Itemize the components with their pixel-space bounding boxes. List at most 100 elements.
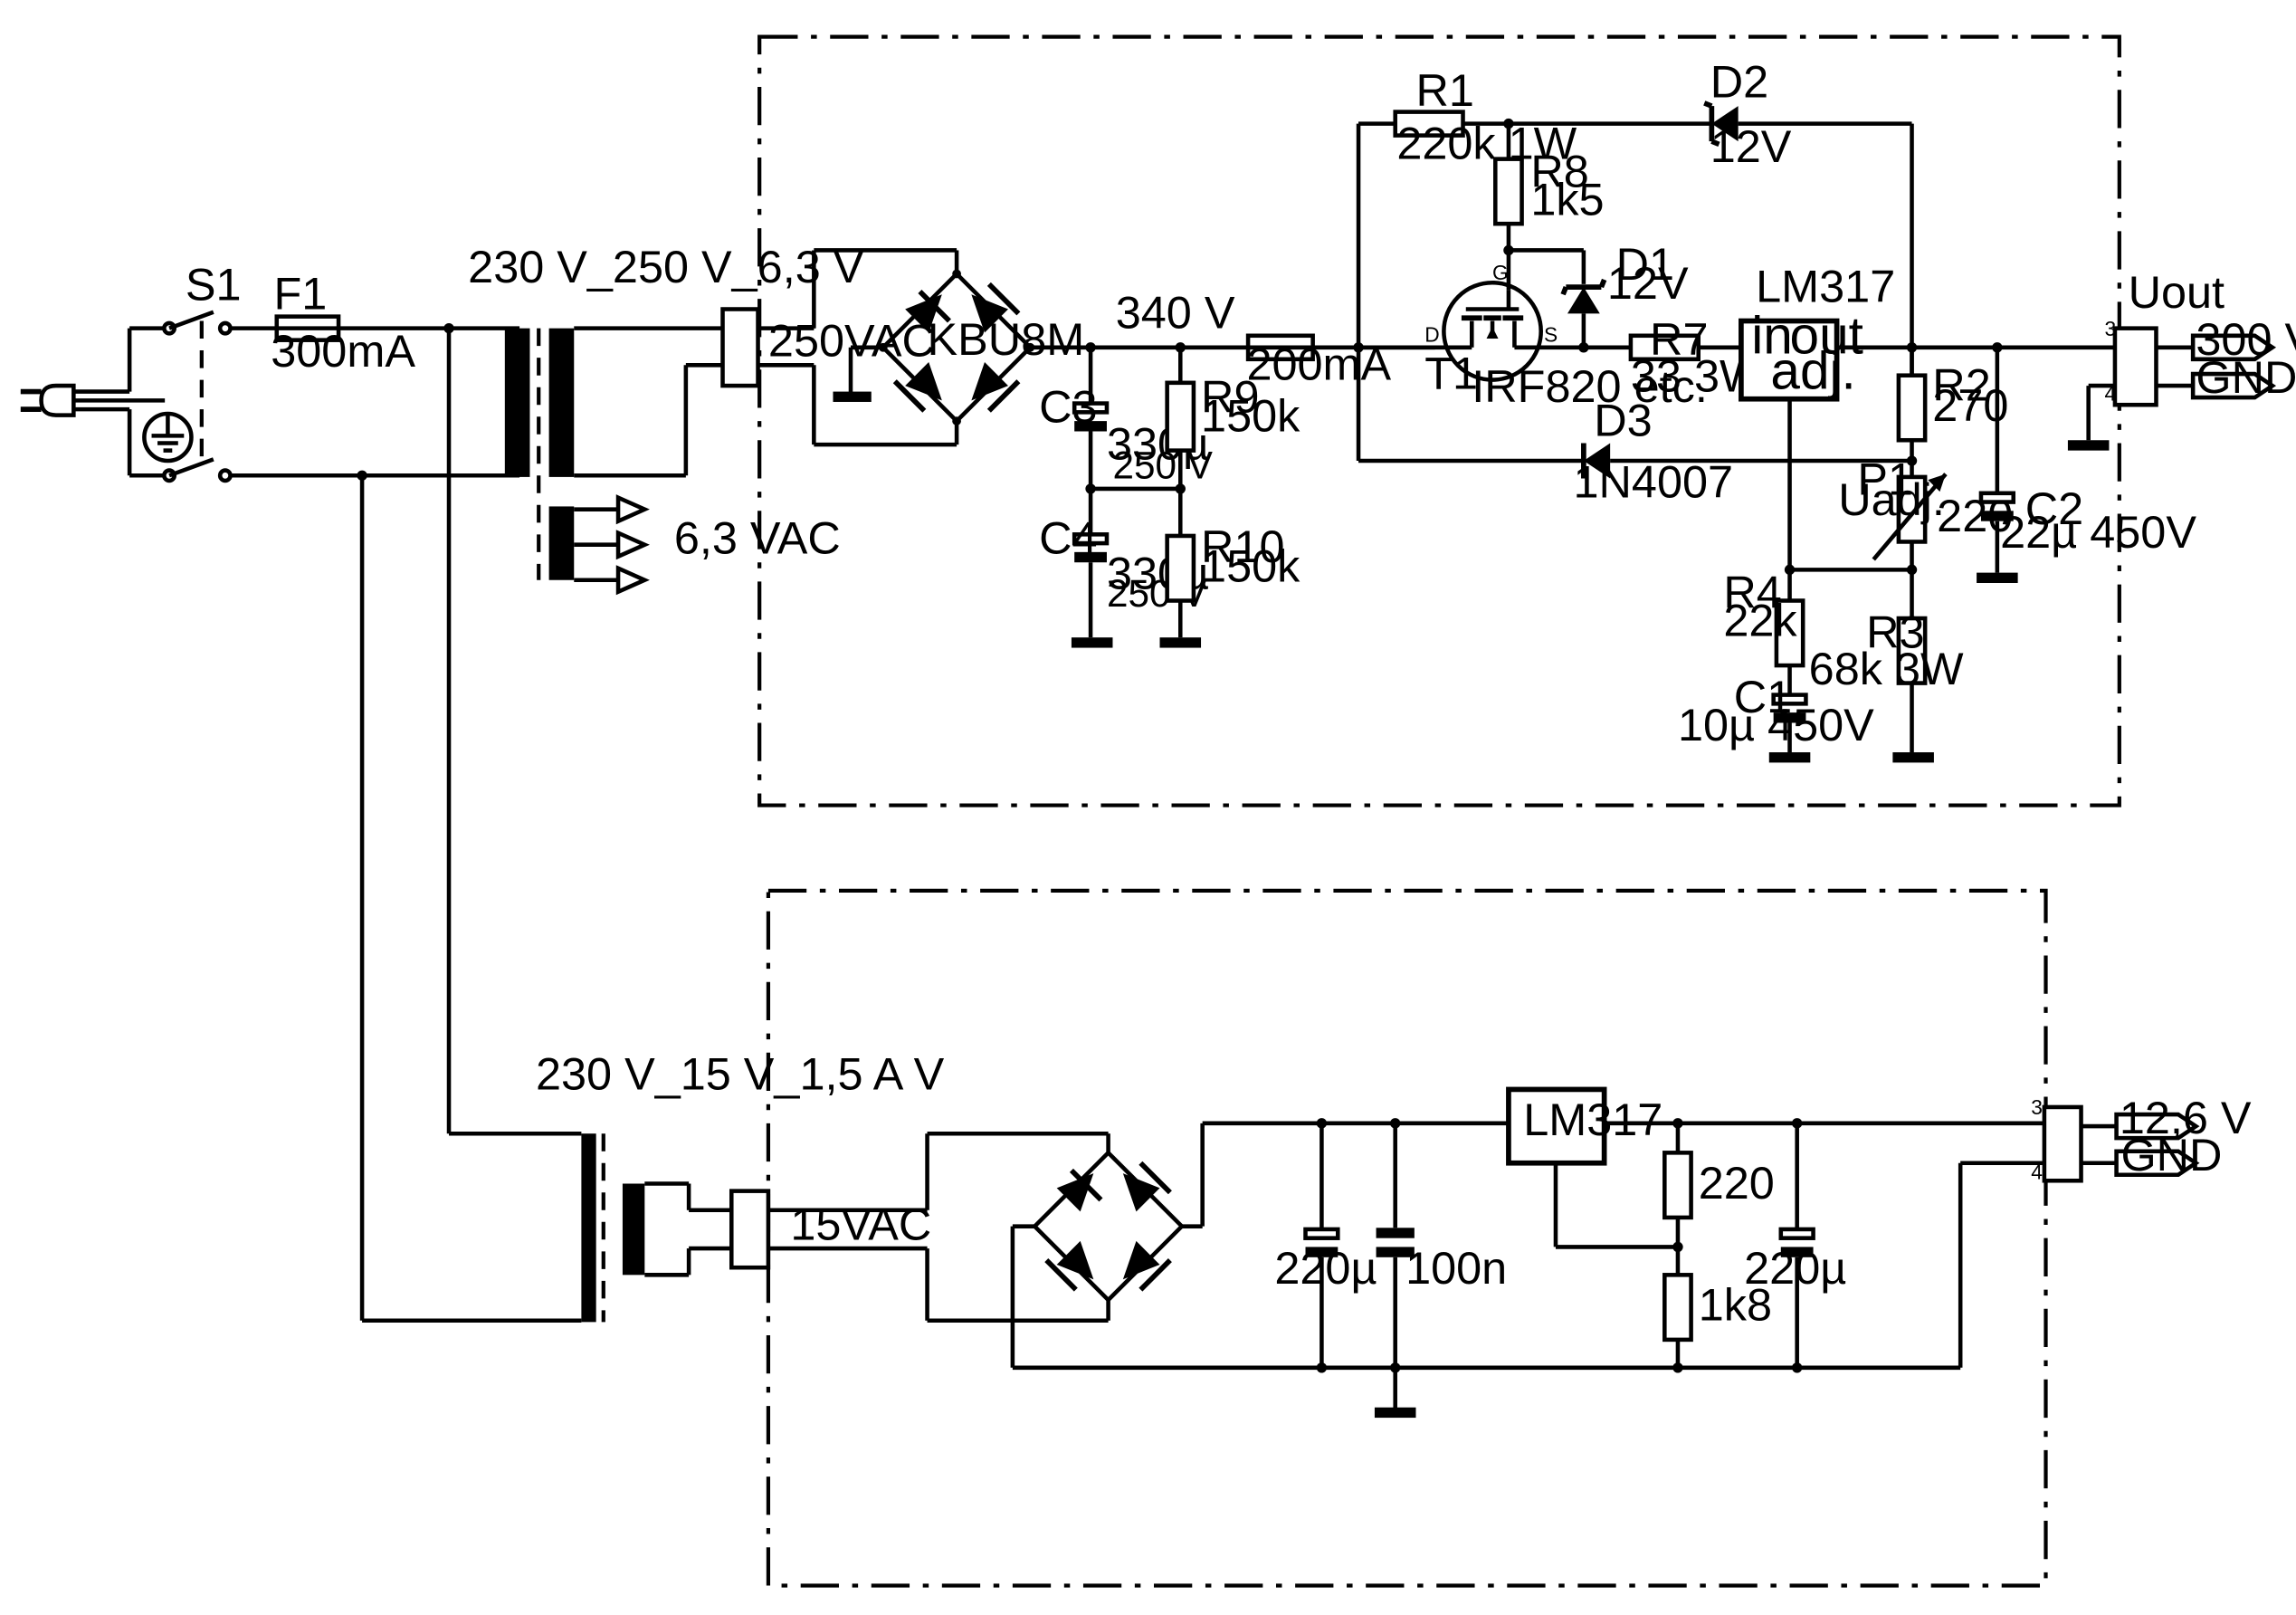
label-d2: D2 [1710, 55, 1768, 107]
label-pin-g: G [1492, 261, 1509, 284]
bridge-rectifier-kbu8m [757, 248, 1035, 447]
label-pin-d: D [1424, 322, 1439, 346]
label-transformer-1: 230 V_250 V_6,3 V [468, 241, 864, 292]
ground-symbol [1159, 637, 1202, 648]
label-c4: C4 [1039, 511, 1097, 563]
label-output-300v: 300 V [2196, 313, 2296, 365]
label-d2-value: 12V [1710, 120, 1792, 172]
label-r1-value: 220k 1W [1396, 118, 1577, 169]
label-lm317-top: LM317 [1756, 260, 1895, 311]
transformer-1 [504, 326, 723, 596]
label-r3: R3 [1866, 607, 1924, 658]
label-r1: R1 [1415, 64, 1473, 116]
label-c1: C1 [1734, 671, 1792, 722]
bridge-rectifier-2 [767, 1123, 1205, 1368]
switch-s1 [129, 310, 233, 483]
label-pin3-bottom: 3 [2031, 1095, 2043, 1119]
label-p1: P1 [1857, 453, 1913, 504]
label-reg-adj: adj. [1770, 341, 1855, 400]
label-t1-value: IRF820 etc. [1472, 360, 1708, 412]
zener-diode-d2 [1703, 100, 1739, 148]
ground-symbol [1768, 752, 1811, 763]
resistor-220 [1662, 1151, 1693, 1220]
output-300v-arrow [2190, 333, 2277, 362]
resistor-r2 [1896, 373, 1928, 443]
resistor-r9 [1165, 380, 1196, 453]
capacitor-c3 [1072, 347, 1110, 535]
label-r7: R7 [1650, 313, 1708, 365]
label-c2-value: 22µ 450V [2000, 506, 2196, 558]
label-f1: F1 [274, 268, 328, 320]
connector-uout [2112, 326, 2158, 407]
label-reg-out: out [1790, 306, 1863, 365]
label-c1-value: 10µ 450V [1678, 699, 1874, 750]
label-output-12-6v: 12,6 V [2120, 1092, 2252, 1143]
label-r10-value: 150k [1201, 540, 1300, 591]
label-reg-in: in [1751, 306, 1793, 365]
low-voltage-module-frame [766, 888, 2048, 1588]
label-d1: D1 [1616, 238, 1674, 290]
label-r3-value: 68k 3W [1809, 643, 1964, 694]
connector-12-6v [2042, 1104, 2083, 1183]
resistor-r1 [1393, 110, 1465, 138]
output-12-6v-arrow [2114, 1112, 2200, 1141]
transformer-2 [581, 1133, 732, 1323]
label-r9-value: 150k [1201, 389, 1300, 441]
ground-symbol [1977, 572, 2018, 583]
label-15vac: 15VAC [790, 1198, 931, 1249]
label-output-gnd-bottom: GND [2120, 1129, 2222, 1180]
label-r8: R8 [1530, 146, 1588, 197]
label-r4: R4 [1723, 567, 1781, 618]
ground-symbol [2067, 440, 2110, 451]
label-res-220: 220 [1699, 1157, 1775, 1209]
resistor-r8 [1493, 157, 1524, 226]
ground-symbol [1374, 1407, 1416, 1419]
capacitor-100n [1376, 1228, 1415, 1257]
label-r8-value: 1k5 [1530, 173, 1604, 225]
label-pin-s: S [1544, 322, 1558, 346]
capacitor-220u-a [1303, 1227, 1340, 1257]
output-gnd-bottom-arrow [2114, 1149, 2200, 1178]
label-res-1k8: 1k8 [1699, 1279, 1772, 1331]
resistor-1k8 [1662, 1273, 1693, 1343]
label-r4-value: 22k [1723, 595, 1797, 646]
capacitor-c2 [1978, 491, 2016, 521]
label-uout: Uout [2129, 266, 2225, 318]
capacitor-220u-b [1778, 1227, 1815, 1257]
label-pin4-bottom: 4 [2031, 1161, 2043, 1184]
connector-250vac [720, 307, 760, 388]
label-pin3-top: 3 [2105, 317, 2117, 340]
label-output-gnd-top: GND [2196, 351, 2296, 403]
ground-symbol [1892, 752, 1934, 763]
label-bridge-kbu8m: KBU8M [928, 313, 1085, 365]
label-s1: S1 [186, 259, 242, 311]
label-c2: C2 [2025, 483, 2083, 534]
label-cap-100n: 100n [1405, 1242, 1507, 1294]
label-c3: C3 [1039, 381, 1097, 433]
resistor-r4 [1774, 598, 1805, 668]
label-p1-uadj: Uadj. [1838, 473, 1945, 525]
label-r10: R10 [1201, 521, 1284, 572]
resistor-r10 [1165, 533, 1196, 603]
connector-15vac [729, 1189, 771, 1270]
label-c3-rating: 250 V [1112, 444, 1212, 487]
label-cap-220u-b: 220µ [1744, 1242, 1846, 1294]
zener-diode-d1 [1560, 278, 1607, 314]
label-t1: T1 [1424, 347, 1478, 398]
label-d3-value: 1N4007 [1573, 456, 1733, 508]
label-d1-value: 12V [1607, 257, 1689, 309]
label-d3: D3 [1594, 394, 1652, 445]
label-r2: R2 [1932, 358, 1990, 410]
label-f1-value: 300mA [271, 325, 415, 377]
label-transformer-2: 230 V_15 V_1,5 A V [536, 1047, 945, 1099]
diode-d3 [1581, 443, 1611, 479]
mains-plug-icon [20, 328, 166, 476]
label-6-3vac: 6,3 VAC [674, 511, 841, 563]
label-340v: 340 V [1116, 287, 1235, 339]
capacitor-c1 [1771, 693, 1808, 723]
label-r9: R9 [1201, 370, 1259, 422]
label-cap-220u-a: 220µ [1274, 1242, 1377, 1294]
label-lm317-bottom: LM317 [1523, 1094, 1662, 1145]
high-voltage-module-frame [757, 34, 2121, 808]
